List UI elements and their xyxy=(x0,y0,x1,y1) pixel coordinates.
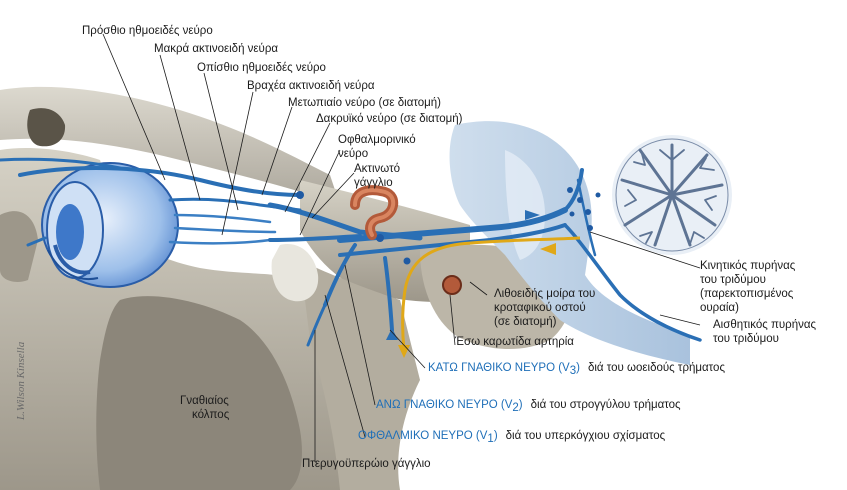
leader-lines xyxy=(102,33,701,462)
ophthalmic-nerve-branches xyxy=(0,157,702,347)
motor-arrow-right xyxy=(525,210,540,220)
label-ciliary-ganglion-line1: Ακτινωτό xyxy=(354,163,400,175)
label-mandibular-nerve: ΚΑΤΩ ΓΝΑΘΙΚΟ ΝΕΥΡΟ (V3) διά του ωοειδούς… xyxy=(428,358,725,377)
label-motor-nucleus-line3: (παρεκτοπισμένος xyxy=(700,288,794,300)
label-maxillary-sinus-line1: Γναθιαίος xyxy=(180,395,229,407)
label-maxillary-sinus-line2: κόλπος xyxy=(192,409,230,421)
label-petrous-bone-line3: (σε διατομή) xyxy=(494,316,557,328)
label-internal-carotid: Έσω καρωτίδα αρτηρία xyxy=(454,336,574,348)
label-sensory-nucleus-line2: του τριδύμου xyxy=(713,333,779,345)
label-motor-nucleus-line4: ουραία) xyxy=(700,302,739,314)
label-short-ciliary-nerves: Βραχέα ακτινοειδή νεύρα xyxy=(247,80,375,92)
label-nasociliary-nerve-line2: νεύρο xyxy=(338,148,368,160)
label-ophthalmic-nerve: ΟΦΘΑΛΜΙΚΟ ΝΕΥΡΟ (V1) διά του υπερκόγχιου… xyxy=(358,426,666,445)
cerebellum xyxy=(612,135,732,255)
label-ciliary-ganglion-line2: γάγγλιο xyxy=(354,177,393,189)
sensory-pathway xyxy=(401,236,581,351)
label-petrous-bone-line1: Λιθοειδής μοίρα του xyxy=(494,288,595,300)
nerve-nuclei xyxy=(296,187,601,265)
label-maxillary-nerve: ΑΝΩ ΓΝΑΘΙΚΟ ΝΕΥΡΟ (V2) διά του στρογγύλο… xyxy=(376,395,681,414)
label-nasociliary-nerve-line1: Οφθαλμορινικό xyxy=(338,134,416,146)
label-group: Πρόσθιο ηθμοειδές νεύρο Μακρά ακτινοειδή… xyxy=(82,25,817,470)
skull-bone xyxy=(0,86,573,490)
label-frontal-nerve: Μετωπιαίο νεύρο (σε διατομή) xyxy=(288,97,441,109)
motor-arrow-up xyxy=(386,328,398,340)
label-posterior-ethmoidal-nerve: Οπίσθιο ηθμοειδές νεύρο xyxy=(197,62,326,74)
carotid-artery xyxy=(350,185,399,240)
eyeball xyxy=(41,162,179,288)
label-petrous-bone-line2: κροταφικού οστού xyxy=(494,302,586,314)
label-long-ciliary-nerves: Μακρά ακτινοειδή νεύρα xyxy=(154,43,278,55)
label-sensory-nucleus-line1: Αισθητικός πυρήνας xyxy=(713,319,817,331)
sensory-arrow xyxy=(540,243,556,255)
label-motor-nucleus-line1: Κινητικός πυρήνας xyxy=(700,260,796,272)
label-pterygopalatine-ganglion: Πτερυγοϋπερώιο γάγγλιο xyxy=(302,458,431,470)
label-motor-nucleus-line2: του τριδύμου xyxy=(700,274,766,286)
carotid-cross-section xyxy=(442,275,462,295)
label-anterior-ethmoidal-nerve: Πρόσθιο ηθμοειδές νεύρο xyxy=(82,25,213,37)
label-lacrimal-nerve: Δακρυϊκό νεύρο (σε διατομή) xyxy=(316,113,463,125)
artist-signature: L.Wilson Kinsella xyxy=(15,341,27,421)
